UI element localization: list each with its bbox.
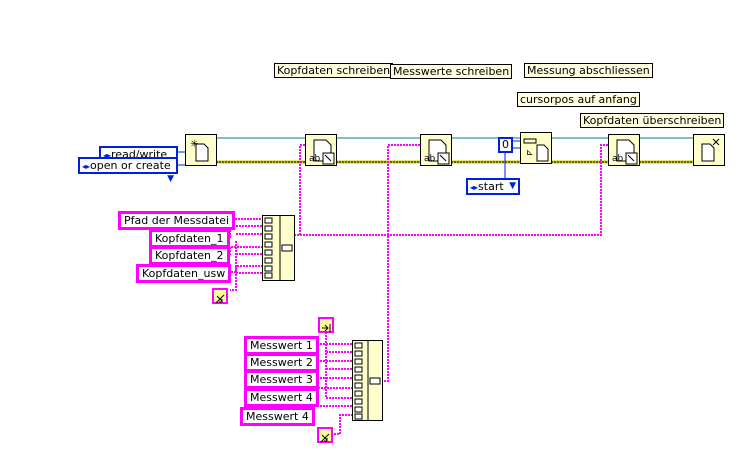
value-input-3[interactable]: Messwert 3 [244, 370, 319, 389]
end-of-line-icon [215, 294, 225, 304]
header-input-path[interactable]: Pfad der Messdatei [118, 211, 236, 230]
set-file-position-node[interactable]: ⊾ [520, 132, 552, 164]
value-input-4[interactable]: Messwert 4 [244, 388, 319, 407]
concatenate-strings-icon [264, 216, 293, 280]
dropdown-arrow-icon[interactable]: ▼ [167, 174, 174, 184]
open-mode-value: open or create [90, 159, 171, 172]
end-of-line-constant[interactable] [317, 427, 333, 443]
end-of-line-icon [320, 433, 330, 443]
label-finish-measurement: Messung abschliessen [524, 63, 653, 78]
set-file-position-icon: ⊾ [523, 138, 549, 162]
concatenate-header-node[interactable] [262, 215, 295, 281]
label-overwrite-header: Kopfdaten überschreiben [580, 113, 725, 128]
end-of-line-constant[interactable] [212, 288, 228, 304]
value-input-5[interactable]: Messwert 4 [240, 407, 315, 426]
header-input-2[interactable]: Kopfdaten_2 [149, 246, 230, 265]
svg-text:✳: ✳ [190, 139, 198, 150]
tab-constant[interactable] [318, 317, 334, 333]
svg-text:⊾: ⊾ [526, 148, 534, 158]
concatenate-strings-icon [354, 341, 381, 420]
svg-text:ab: ab [309, 154, 321, 164]
open-file-node[interactable]: ✳ [185, 134, 217, 166]
value-input-2[interactable]: Messwert 2 [244, 353, 319, 372]
concatenate-values-node[interactable] [352, 340, 383, 421]
increment-arrows-icon[interactable]: ◂▸ [82, 162, 91, 171]
write-file-icon: ab [309, 139, 335, 165]
close-file-icon [701, 138, 720, 162]
increment-arrows-icon[interactable]: ◂▸ [470, 183, 479, 192]
label-write-values: Messwerte schreiben [390, 64, 513, 79]
svg-text:ab: ab [612, 154, 624, 164]
write-file-node-values[interactable]: ab [420, 134, 452, 166]
write-file-icon: ab [424, 139, 450, 165]
label-write-header: Kopfdaten schreiben [274, 63, 394, 78]
svg-text:ab: ab [424, 154, 436, 164]
seek-from-value: start [478, 180, 504, 193]
increment-arrows-icon[interactable]: ◂▸ [103, 151, 112, 160]
offset-constant[interactable]: 0 [498, 137, 513, 153]
dropdown-arrow-icon[interactable]: ▼ [509, 181, 516, 191]
open-file-icon: ✳ [190, 139, 209, 162]
close-file-node[interactable] [693, 134, 725, 166]
tab-constant-icon [322, 324, 331, 332]
write-file-node-header[interactable]: ab [305, 134, 337, 166]
open-mode-enum[interactable]: ◂▸open or create ▼ [78, 157, 178, 184]
seek-from-enum[interactable]: ◂▸start ▼ [466, 178, 520, 195]
label-cursor-to-start: cursorpos auf anfang [517, 92, 640, 107]
write-file-node-overwrite[interactable]: ab [608, 134, 640, 166]
header-input-usw[interactable]: Kopfdaten_usw [136, 264, 232, 283]
write-file-icon: ab [612, 139, 638, 165]
